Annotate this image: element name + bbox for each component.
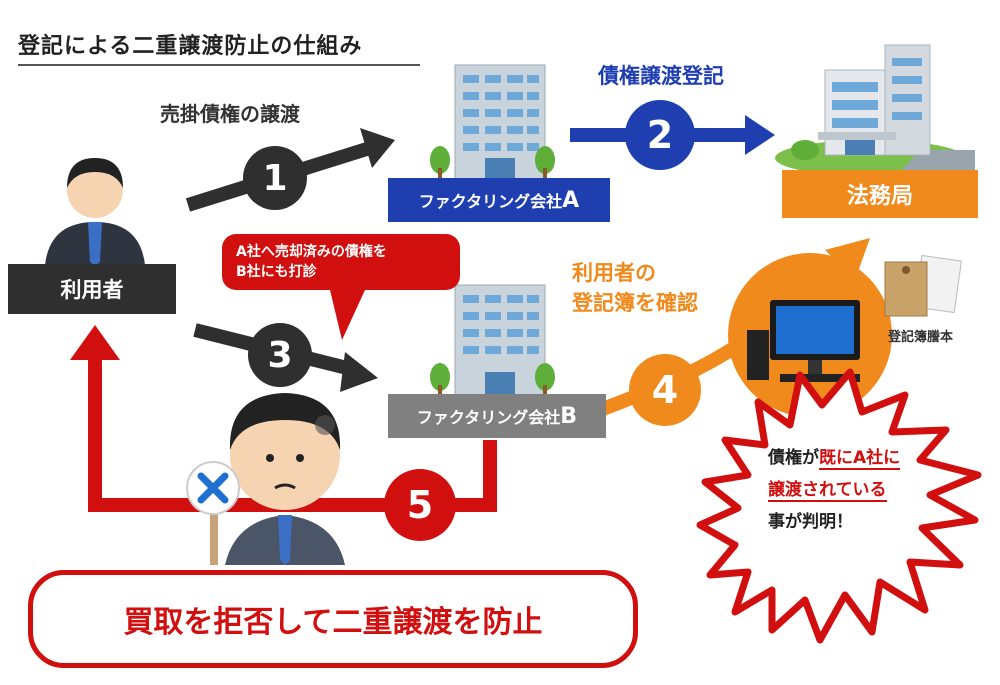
step4-number: 4 xyxy=(651,368,679,412)
finding-text: 債権が既にA社に 譲渡されている 事が判明！ xyxy=(768,442,948,538)
step3-bubble-line1: A社へ売却済みの債権を xyxy=(236,244,387,260)
step4-circle xyxy=(629,354,701,426)
company-a-suffix: A xyxy=(562,187,580,213)
finding-line1: 債権が既にA社に xyxy=(768,442,948,474)
finding-line1-a: 債権が xyxy=(768,448,819,468)
step3-circle xyxy=(248,323,312,387)
user-figure-icon xyxy=(45,158,145,266)
step5-circle xyxy=(384,469,456,541)
speech-bubble-tail xyxy=(330,290,365,340)
step3-speech-bubble: A社へ売却済みの債権を B社にも打診 xyxy=(222,234,460,290)
building-b-icon xyxy=(430,284,555,397)
finding-line3: 事が判明！ xyxy=(768,512,853,532)
step1-label: 売掛債権の譲渡 xyxy=(160,102,300,126)
step2-circle xyxy=(625,100,695,170)
staff-figure-icon xyxy=(186,393,345,565)
step4-label-line1: 利用者の xyxy=(572,261,656,285)
title-underline xyxy=(18,64,420,66)
step1-circle xyxy=(243,146,307,210)
user-label: 利用者 xyxy=(60,278,124,302)
result-text: 買取を拒否して二重譲渡を防止 xyxy=(123,605,543,640)
step5-arrowhead xyxy=(70,325,120,360)
step2-label: 債権譲渡登記 xyxy=(598,64,724,88)
user-box: 利用者 xyxy=(8,264,176,314)
finding-line2: 譲渡されている xyxy=(768,480,887,502)
step2-number: 2 xyxy=(646,113,674,157)
bureau-building-icon xyxy=(775,44,975,176)
company-b-suffix: B xyxy=(560,403,578,429)
building-a-icon xyxy=(430,64,555,181)
finding-line1-b: 既にA社に xyxy=(819,448,901,470)
company-a-label: ファクタリング会社 xyxy=(418,192,563,211)
step3-bubble-line2: B社にも打診 xyxy=(236,264,317,280)
result-box: 買取を拒否して二重譲渡を防止 xyxy=(28,570,638,668)
bureau-label: 法務局 xyxy=(846,184,913,209)
step4-label: 利用者の 登記簿を確認 xyxy=(572,258,698,318)
step5-number: 5 xyxy=(406,483,434,527)
explosion-burst-icon xyxy=(696,368,982,644)
step1-number: 1 xyxy=(262,157,288,199)
step4-label-line2: 登記簿を確認 xyxy=(572,291,698,315)
document-icon xyxy=(884,254,962,317)
diagram-title: 登記による二重譲渡防止の仕組み xyxy=(18,34,363,59)
bureau-box: 法務局 xyxy=(782,170,978,218)
step3-number: 3 xyxy=(267,334,293,376)
document-caption: 登記簿謄本 xyxy=(888,330,954,345)
company-b-label: ファクタリング会社 xyxy=(416,408,561,427)
